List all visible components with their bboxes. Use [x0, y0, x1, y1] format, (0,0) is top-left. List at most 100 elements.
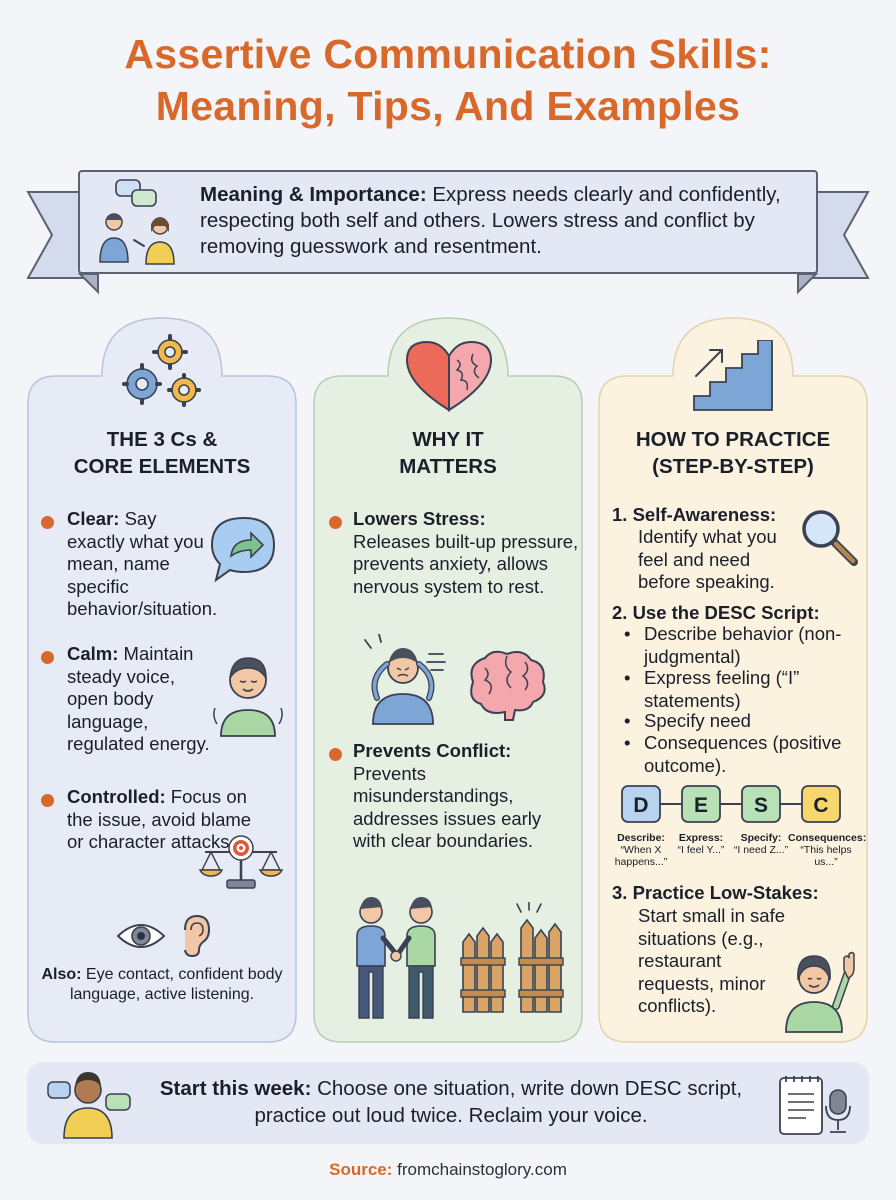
- desc-flow-diagram: D E S C: [621, 785, 841, 823]
- column-why-it-matters: WHY IT MATTERS Lowers Stress:Releases bu…: [313, 314, 583, 1044]
- bullet-dot: [329, 516, 342, 529]
- page-title: Assertive Communication Skills: Meaning,…: [0, 28, 896, 132]
- speaking-person-icon: [47, 1072, 131, 1139]
- banner-label: Meaning & Importance:: [200, 183, 427, 206]
- heart-brain-icon: [405, 340, 493, 412]
- item-calm-text: Maintain steady voice, open body languag…: [67, 643, 210, 754]
- desc-label-title: Express:: [678, 832, 724, 844]
- ribbon-shape: [26, 191, 870, 295]
- item-controlled-text: Focus on the issue, avoid blame or chara…: [67, 786, 252, 852]
- column-core-elements: THE 3 Cs & CORE ELEMENTS Clear: Say exac…: [27, 314, 297, 1044]
- item-prevents-conflict-text: Prevents misunderstandings, addresses is…: [353, 762, 542, 852]
- item-controlled: Controlled: Focus on the issue, avoid bl…: [67, 786, 263, 854]
- item-clear-label: Clear:: [67, 508, 120, 529]
- column-1-title: THE 3 Cs & CORE ELEMENTS: [27, 426, 297, 480]
- speech-bubble-arrow-icon: [210, 516, 276, 583]
- item-lowers-stress-text: Releases built-up pressure, prevents anx…: [353, 530, 579, 597]
- step-1-text: Identify what you feel and need before s…: [638, 526, 777, 592]
- eye-icon: [116, 924, 166, 948]
- title-line-2: Meaning, Tips, And Examples: [155, 83, 741, 129]
- call-to-action-box: [27, 1062, 869, 1144]
- title-line-1: Assertive Communication Skills:: [124, 31, 772, 77]
- desc-bullet: • Specify need: [624, 710, 854, 733]
- step-2-label-text: 2. Use the DESC Script:: [612, 602, 820, 623]
- bullet-char: •: [624, 710, 631, 731]
- item-clear-text: Say exactly what you mean, name specific…: [67, 508, 218, 619]
- desc-bullet-text: Consequences (positive outcome).: [644, 732, 842, 776]
- also-label: Also:: [41, 966, 82, 983]
- brain-icon: [470, 650, 546, 721]
- call-to-action-description: Choose one situation, write down DESC sc…: [254, 1077, 743, 1127]
- desc-bullet-text: Express feeling (“I” statements): [644, 667, 800, 711]
- stairs-arrow-icon: [693, 340, 773, 411]
- column-3-title-line-1: HOW TO PRACTICE: [635, 428, 831, 451]
- desc-bullet: • Consequences (positive outcome).: [624, 732, 854, 777]
- step-3-label-text: 3. Practice Low-Stakes:: [612, 882, 819, 903]
- desc-label-describe: Describe:“When X happens...”: [610, 832, 672, 868]
- desc-letter-e: E: [694, 794, 708, 817]
- desc-label-text: “I need Z...”: [733, 844, 789, 856]
- desc-label-consequences: Consequences:“This helps us...”: [788, 832, 867, 868]
- source-url: fromchainstoglory.com: [392, 1160, 567, 1179]
- also-text: Eye contact, confident body language, ac…: [69, 966, 283, 1003]
- bullet-dot: [41, 794, 54, 807]
- bullet-dot: [41, 651, 54, 664]
- column-1-title-line-2: CORE ELEMENTS: [73, 455, 251, 478]
- notepad-microphone-icon: [779, 1076, 851, 1135]
- handshake-icon: [356, 897, 436, 1019]
- source-label: Source:: [329, 1160, 393, 1179]
- item-prevents-conflict: Prevents Conflict:Prevents misunderstand…: [353, 740, 579, 853]
- desc-label-specify: Specify:“I need Z...”: [730, 832, 792, 856]
- desc-label-express: Express:“I feel Y...”: [670, 832, 732, 856]
- desc-label-text: “This helps us...”: [800, 844, 852, 868]
- desc-box-c: [801, 785, 841, 823]
- column-3-panel: [598, 317, 868, 1043]
- also-note: Also: Eye contact, confident body langua…: [37, 965, 287, 1005]
- step-1-label: 1. Self-Awareness:: [612, 504, 852, 527]
- waving-person-icon: [785, 951, 855, 1033]
- desc-bullet: •Describe behavior (non-judgmental): [624, 623, 854, 668]
- gears-icon: [122, 334, 201, 407]
- desc-bullet: • Express feeling (“I” statements): [624, 667, 854, 712]
- column-2-panel: [313, 317, 583, 1043]
- bullet-char: •: [624, 667, 631, 688]
- step-3-label: 3. Practice Low-Stakes:: [612, 882, 862, 905]
- column-2-title: WHY IT MATTERS: [313, 426, 583, 480]
- balance-scale-target-icon: [198, 835, 284, 889]
- desc-bullet-text: Specify need: [644, 710, 751, 731]
- bullet-char: •: [624, 732, 631, 753]
- column-3-title-line-2: (STEP-BY-STEP): [652, 455, 814, 478]
- desc-box-s: [741, 785, 781, 823]
- desc-label-title: Consequences:: [788, 832, 867, 844]
- meaning-banner: Meaning & Importance: Express needs clea…: [22, 168, 874, 308]
- item-clear: Clear: Say exactly what you mean, name s…: [67, 508, 217, 621]
- desc-letter-c: C: [813, 794, 828, 817]
- column-2-title-line-2: MATTERS: [399, 455, 497, 478]
- item-lowers-stress-label: Lowers Stress:: [353, 508, 486, 529]
- column-1-panel: [27, 317, 297, 1043]
- desc-label-title: Describe:: [617, 832, 665, 844]
- desc-label-title: Specify:: [740, 832, 782, 844]
- magnifying-glass-icon: [802, 510, 858, 566]
- step-1-label-text: 1. Self-Awareness:: [612, 504, 777, 525]
- banner-box: [78, 170, 818, 274]
- column-2-title-line-1: WHY IT: [412, 428, 484, 451]
- item-calm-label: Calm:: [67, 643, 119, 664]
- column-how-to-practice: HOW TO PRACTICE (STEP-BY-STEP) 1. Self-A…: [598, 314, 868, 1044]
- banner-description: Express needs clearly and confidently, r…: [200, 183, 781, 258]
- desc-label-text: “I feel Y...”: [677, 844, 725, 856]
- item-controlled-label: Controlled:: [67, 786, 166, 807]
- desc-letter-s: S: [754, 794, 768, 817]
- call-to-action-label: Start this week:: [159, 1077, 312, 1100]
- desc-box-e: [681, 785, 721, 823]
- banner-text: Meaning & Importance: Express needs clea…: [200, 182, 800, 260]
- stressed-person-icon: [364, 634, 446, 725]
- desc-letter-d: D: [633, 794, 648, 817]
- step-2-label: 2. Use the DESC Script:: [612, 602, 862, 625]
- column-1-title-line-1: THE 3 Cs &: [106, 428, 218, 451]
- source-credit: Source: fromchainstoglory.com: [0, 1160, 896, 1180]
- desc-bullet-text: Describe behavior (non-judgmental): [644, 623, 842, 667]
- step-3-text: Start small in safe situations (e.g., re…: [638, 905, 786, 1016]
- fence-boundary-icon: [460, 902, 564, 1013]
- desc-box-d: [621, 785, 661, 823]
